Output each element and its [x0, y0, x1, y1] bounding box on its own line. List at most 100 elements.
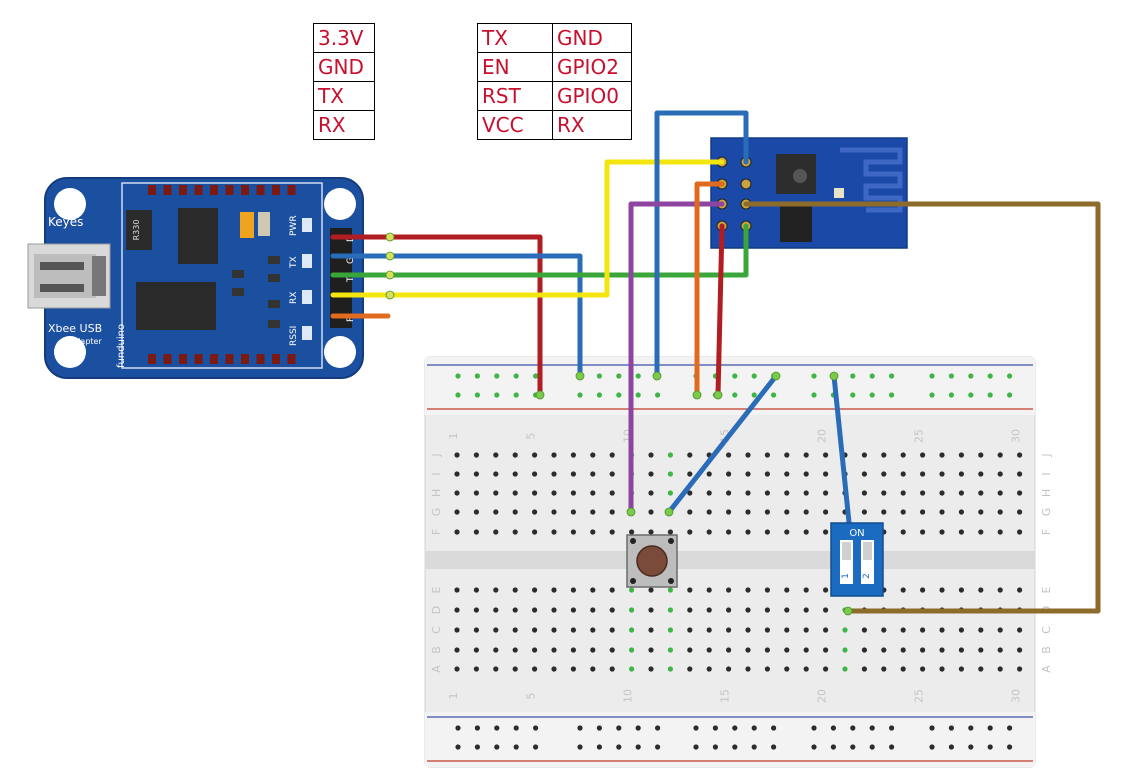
breadboard-hole — [512, 587, 518, 593]
smd-component — [268, 274, 280, 282]
breadboard-hole — [667, 490, 674, 496]
serial-pin-header — [330, 228, 352, 328]
dip-on-label: ON — [849, 528, 864, 539]
breadboard-hole — [648, 627, 654, 633]
breadboard-hole — [454, 490, 460, 496]
breadboard-hole — [939, 471, 945, 477]
column-number: 30 — [1010, 429, 1023, 443]
breadboard-hole — [764, 529, 771, 535]
dip-switch[interactable]: ON 1 2 — [830, 522, 884, 597]
header-pin — [225, 185, 234, 195]
breadboard-hole — [881, 471, 887, 477]
breadboard-hole — [667, 647, 674, 653]
breadboard-hole — [454, 452, 460, 458]
header-pin — [210, 354, 218, 364]
breadboard-hole — [687, 627, 693, 633]
breadboard-hole — [493, 587, 499, 593]
breadboard-hole — [900, 627, 906, 633]
breadboard-hole — [939, 647, 945, 653]
breadboard-hole — [745, 627, 751, 633]
breadboard-hole — [726, 587, 732, 593]
breadboard-hole — [861, 666, 868, 672]
breadboard-hole — [667, 587, 674, 593]
button-leg — [668, 538, 674, 544]
header-pin — [163, 354, 172, 364]
column-number: 15 — [719, 689, 732, 703]
rail-hole — [869, 725, 875, 731]
rail-hole — [533, 725, 539, 731]
rail-hole — [494, 392, 500, 398]
button-cap[interactable] — [636, 545, 668, 577]
breadboard-hole — [881, 627, 887, 633]
breadboard-hole — [687, 666, 693, 672]
rail-hole — [596, 392, 603, 398]
breadboard-hole — [958, 529, 965, 535]
breadboard-hole — [997, 452, 1003, 458]
rail-hole — [850, 373, 856, 379]
push-button[interactable] — [626, 534, 678, 588]
breadboard-hole — [454, 471, 460, 477]
rail-hole — [929, 392, 935, 398]
breadboard-hole — [784, 666, 790, 672]
breadboard-hole — [609, 471, 615, 477]
breadboard-hole — [473, 607, 479, 613]
breadboard-hole — [823, 607, 829, 613]
row-letter: C — [1040, 626, 1053, 634]
breadboard-hole — [958, 471, 965, 477]
wire-endpoint — [843, 606, 853, 616]
rail-hole — [596, 373, 603, 379]
center-channel — [425, 551, 1035, 569]
rail-hole — [811, 725, 817, 731]
rail-hole — [533, 373, 539, 379]
breadboard-hole — [570, 666, 577, 672]
header-pin — [194, 354, 203, 364]
breadboard-hole — [551, 490, 557, 496]
breadboard-hole — [590, 490, 596, 496]
brand-label: Keyes — [48, 215, 83, 229]
breadboard-hole — [861, 627, 868, 633]
breadboard-hole — [609, 607, 615, 613]
breadboard-hole — [958, 490, 965, 496]
esp-pin — [740, 178, 752, 190]
dip-switch-body[interactable] — [830, 522, 884, 597]
rail-hole — [830, 744, 837, 750]
column-number: 30 — [1010, 689, 1023, 703]
breadboard-hole — [920, 490, 926, 496]
row-letter: B — [1040, 646, 1053, 654]
wire-blue-gnd — [654, 110, 749, 379]
header-pin — [272, 354, 280, 364]
breadboard-hole — [512, 471, 518, 477]
rail-hole — [616, 744, 622, 750]
rail-hole — [693, 744, 699, 750]
breadboard-hole — [473, 529, 479, 535]
breadboard-hole — [570, 607, 577, 613]
breadboard-hole — [881, 647, 887, 653]
breadboard-hole — [648, 607, 654, 613]
rail-hole — [1007, 744, 1013, 750]
breadboard-hole — [667, 666, 674, 672]
breadboard-hole — [532, 647, 538, 653]
rail-hole — [987, 373, 993, 379]
breadboard-hole — [823, 509, 829, 515]
breadboard-hole — [687, 490, 693, 496]
row-letter: F — [430, 529, 443, 535]
rail-hole — [751, 725, 757, 731]
voltage-regulator — [178, 208, 218, 264]
breadboard-hole — [900, 490, 906, 496]
breadboard-hole — [803, 587, 809, 593]
header-pin — [272, 185, 280, 195]
row-letter: G — [430, 508, 443, 517]
row-letter: F — [1040, 529, 1053, 535]
breadboard-hole — [590, 587, 596, 593]
breadboard-hole — [551, 471, 557, 477]
breadboard-hole — [570, 452, 577, 458]
breadboard-hole — [784, 509, 790, 515]
dip-toggle[interactable] — [842, 542, 851, 560]
dip-toggle[interactable] — [863, 542, 872, 560]
breadboard-hole — [590, 452, 596, 458]
breadboard-hole — [784, 587, 790, 593]
pin-label: GPIO0 — [552, 81, 632, 111]
wire-endpoint — [626, 507, 636, 517]
breadboard-hole — [590, 647, 596, 653]
